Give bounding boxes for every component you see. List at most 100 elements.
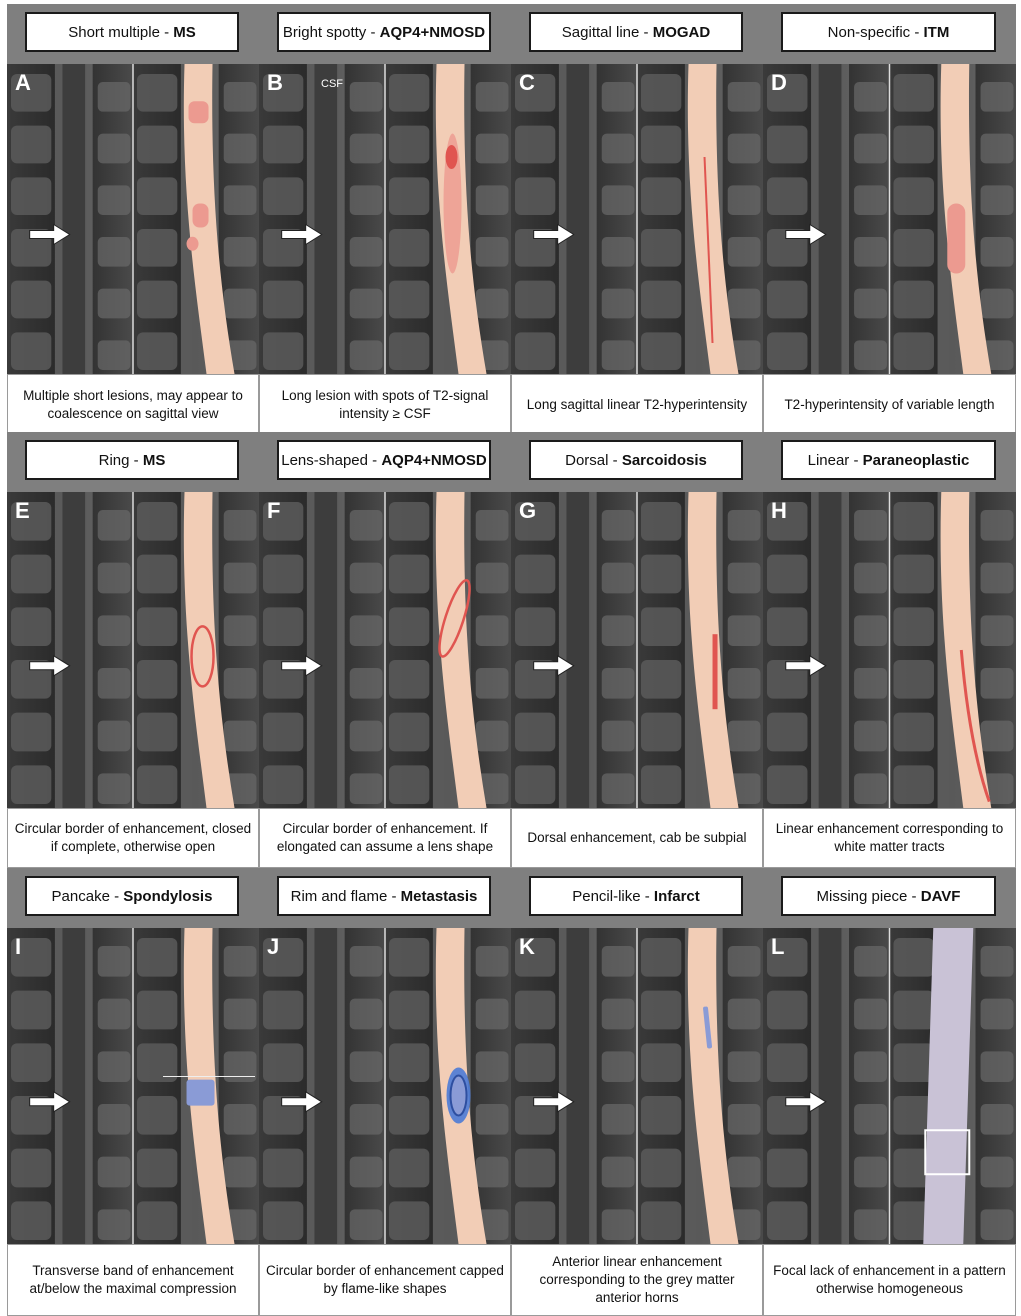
pattern-name: Sagittal line	[561, 23, 640, 41]
vertebral-body	[767, 125, 808, 164]
pattern-name: Lens-shaped	[281, 451, 368, 469]
pattern-label: Missing piece - DAVF	[781, 876, 996, 916]
posterior-element	[349, 615, 383, 646]
pattern-label: Dorsal - Sarcoidosis	[529, 440, 743, 480]
vertebral-body	[767, 280, 808, 319]
spinal-cord-mri	[566, 928, 590, 1244]
panel-caption: Transverse band of enhancement at/below …	[7, 1244, 259, 1316]
posterior-element	[97, 1051, 131, 1082]
posterior-element	[349, 1051, 383, 1082]
posterior-element	[223, 998, 257, 1030]
vertebral-body	[389, 280, 430, 319]
mri-image: G	[511, 492, 763, 808]
diagnosis-name: Infarct	[653, 887, 700, 905]
pattern-name: Dorsal	[565, 451, 609, 469]
vertebral-body	[515, 74, 556, 112]
mri-svg	[763, 64, 1016, 374]
vertebral-body	[767, 502, 808, 541]
cord-overlay	[687, 64, 739, 374]
lesion-ring	[190, 625, 215, 688]
pattern-label: Rim and flame - Metastasis	[277, 876, 491, 916]
mri-svg	[511, 492, 763, 808]
posterior-element	[223, 1051, 257, 1082]
panel-caption: Linear enhancement corresponding to whit…	[763, 808, 1016, 868]
posterior-element	[349, 1209, 383, 1240]
vertebral-body	[137, 177, 178, 215]
posterior-element	[727, 720, 761, 752]
posterior-element	[349, 82, 383, 112]
cord-overlay	[687, 928, 739, 1244]
vertebral-body	[767, 1201, 808, 1240]
vertebral-body	[137, 125, 178, 164]
label-separator: -	[129, 451, 143, 469]
lesion-pencil	[703, 1006, 713, 1049]
posterior-element	[475, 562, 509, 594]
diagnosis-name: Paraneoplastic	[862, 451, 970, 469]
diagnosis-name: MOGAD	[652, 23, 711, 41]
posterior-element	[223, 946, 257, 977]
posterior-element	[475, 1156, 509, 1188]
mri-svg	[259, 64, 511, 374]
vertebral-body	[893, 660, 934, 699]
vertebral-body	[641, 229, 682, 267]
vertebral-body	[767, 1148, 808, 1188]
vertebral-body	[641, 712, 682, 752]
pattern-name: Short multiple	[68, 23, 160, 41]
posterior-element	[349, 340, 383, 370]
vertebral-body	[11, 74, 52, 112]
posterior-element	[854, 998, 887, 1030]
vertebral-body	[263, 554, 304, 594]
posterior-element	[97, 288, 131, 319]
vertebral-body	[641, 1201, 682, 1240]
panel-letter: B	[267, 70, 283, 95]
pattern-label: Sagittal line - MOGAD	[529, 12, 743, 52]
panel-letter: D	[771, 70, 787, 95]
mri-image: J	[259, 928, 511, 1244]
pattern-label: Pencil-like - Infarct	[529, 876, 743, 916]
vertebral-body	[515, 502, 556, 541]
label-separator: -	[640, 887, 654, 905]
spinal-cord-mri	[62, 64, 86, 374]
posterior-element	[980, 668, 1014, 699]
vertebral-body	[137, 660, 178, 699]
vertebral-body	[515, 125, 556, 164]
vertebral-body	[389, 1201, 430, 1240]
diagnosis-name: MS	[173, 23, 196, 41]
panel-header: Pencil-like - Infarct	[511, 868, 763, 928]
vertebral-body	[11, 1201, 52, 1240]
posterior-element	[601, 82, 635, 112]
spinal-cord-mri	[314, 928, 338, 1244]
spinal-cord-mri	[566, 492, 590, 808]
lesion-rim	[449, 1074, 468, 1117]
vertebral-body	[893, 332, 934, 370]
mri-svg	[259, 492, 511, 808]
posterior-element	[980, 946, 1014, 977]
arrow-marker	[533, 223, 575, 246]
pattern-name: Rim and flame	[290, 887, 388, 905]
diagnosis-name: AQP4+NMOSD	[381, 451, 487, 469]
vertebral-body	[893, 554, 934, 594]
posterior-element	[727, 946, 761, 977]
panel-letter: G	[519, 498, 537, 523]
posterior-element	[601, 133, 635, 164]
vertebral-body	[263, 332, 304, 370]
posterior-element	[980, 1104, 1014, 1135]
posterior-element	[349, 773, 383, 804]
posterior-element	[223, 82, 257, 112]
vertebral-body	[515, 332, 556, 370]
posterior-element	[980, 237, 1014, 267]
arrow-marker	[533, 1090, 575, 1113]
vertebral-body	[641, 990, 682, 1030]
diagnosis-name: MS	[142, 451, 166, 469]
label-separator: -	[367, 451, 382, 469]
posterior-element	[223, 133, 257, 164]
vertebral-body	[515, 1043, 556, 1082]
label-separator: -	[387, 887, 401, 905]
posterior-element	[727, 237, 761, 267]
posterior-element	[97, 615, 131, 646]
posterior-element	[601, 668, 635, 699]
vertebral-body	[263, 1148, 304, 1188]
